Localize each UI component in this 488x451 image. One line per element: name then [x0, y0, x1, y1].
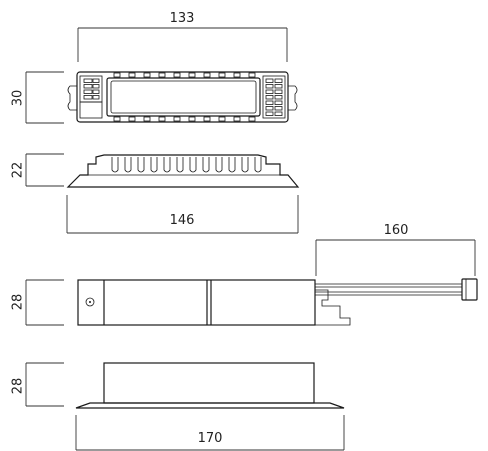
terminal-slot — [92, 78, 100, 83]
side-fin — [241, 157, 249, 173]
bottom-rib — [143, 116, 151, 122]
side-width-label: 146 — [170, 213, 195, 228]
terminal-slot — [274, 95, 283, 100]
side-fin — [111, 157, 119, 173]
top-rib — [158, 72, 166, 78]
top-rib — [203, 72, 211, 78]
top-rib — [233, 72, 241, 78]
bottom-rib — [173, 116, 181, 122]
bottom-rib — [233, 116, 241, 122]
top-height-dimension: 30 — [11, 71, 64, 124]
cable-length-dimension: 160 — [315, 223, 476, 276]
bottom-view: 28 170 — [11, 362, 345, 451]
top-width-label: 133 — [170, 11, 195, 26]
side-fin — [163, 157, 171, 173]
terminal-slot — [92, 89, 100, 94]
top-width-dimension: 133 — [77, 11, 288, 62]
side-fin — [202, 157, 210, 173]
cable — [315, 278, 478, 301]
terminal-slot — [274, 89, 283, 94]
top-rib — [188, 72, 196, 78]
side-view: 22 146 — [11, 153, 300, 234]
terminal-slot — [83, 78, 93, 83]
front-housing — [77, 279, 351, 326]
front-view: 160 28 — [11, 223, 478, 326]
screw-icon — [85, 297, 95, 307]
terminal-slot — [265, 100, 274, 105]
terminal-slot — [265, 95, 274, 100]
top-rib — [173, 72, 181, 78]
top-rib — [128, 72, 136, 78]
top-rib — [218, 72, 226, 78]
bottom-width-label: 170 — [198, 431, 223, 446]
terminal-slot — [92, 95, 100, 100]
top-housing — [67, 71, 298, 123]
front-height-label: 28 — [11, 294, 26, 311]
terminal-slot — [265, 111, 274, 116]
side-fins — [111, 157, 262, 173]
side-fin — [189, 157, 197, 173]
cable-length-label: 160 — [384, 223, 409, 238]
top-rib — [143, 72, 151, 78]
top-height-label: 30 — [11, 90, 26, 107]
terminal-slot — [274, 111, 283, 116]
side-housing — [66, 154, 300, 188]
side-fin — [150, 157, 158, 173]
front-height-dimension: 28 — [11, 279, 64, 326]
terminal-slot — [265, 84, 274, 89]
bottom-rib — [203, 116, 211, 122]
bottom-rib — [158, 116, 166, 122]
side-height-dimension: 22 — [11, 153, 64, 187]
terminal-slot — [265, 106, 274, 111]
side-fin — [176, 157, 184, 173]
side-fin — [254, 157, 262, 173]
side-fin — [124, 157, 132, 173]
bottom-rib — [188, 116, 196, 122]
right-terminal-block — [262, 75, 286, 119]
terminal-slot — [265, 89, 274, 94]
bottom-rib — [113, 116, 121, 122]
bottom-housing — [75, 362, 345, 409]
terminal-slot — [83, 95, 93, 100]
bottom-rib — [128, 116, 136, 122]
side-height-label: 22 — [11, 162, 26, 179]
terminal-slot — [274, 100, 283, 105]
top-view: 133 30 — [11, 11, 298, 124]
bottom-width-dimension: 170 — [75, 415, 345, 451]
side-fin — [215, 157, 223, 173]
top-rib — [248, 72, 256, 78]
terminal-slot — [265, 78, 274, 83]
terminal-slot — [274, 78, 283, 83]
top-rib — [113, 72, 121, 78]
terminal-slot — [274, 106, 283, 111]
left-terminal-block — [79, 75, 103, 119]
bottom-height-dimension: 28 — [11, 362, 64, 407]
screw-center-icon — [89, 301, 91, 303]
bottom-rib — [218, 116, 226, 122]
terminal-slot — [83, 89, 93, 94]
connector-plug — [461, 278, 478, 301]
side-fin — [137, 157, 145, 173]
terminal-slot — [274, 84, 283, 89]
bottom-rib — [248, 116, 256, 122]
terminal-slot — [83, 84, 93, 89]
terminal-slot — [92, 84, 100, 89]
side-fin — [228, 157, 236, 173]
side-width-dimension: 146 — [66, 195, 299, 234]
bottom-height-label: 28 — [11, 378, 26, 395]
top-ribs — [113, 72, 256, 122]
